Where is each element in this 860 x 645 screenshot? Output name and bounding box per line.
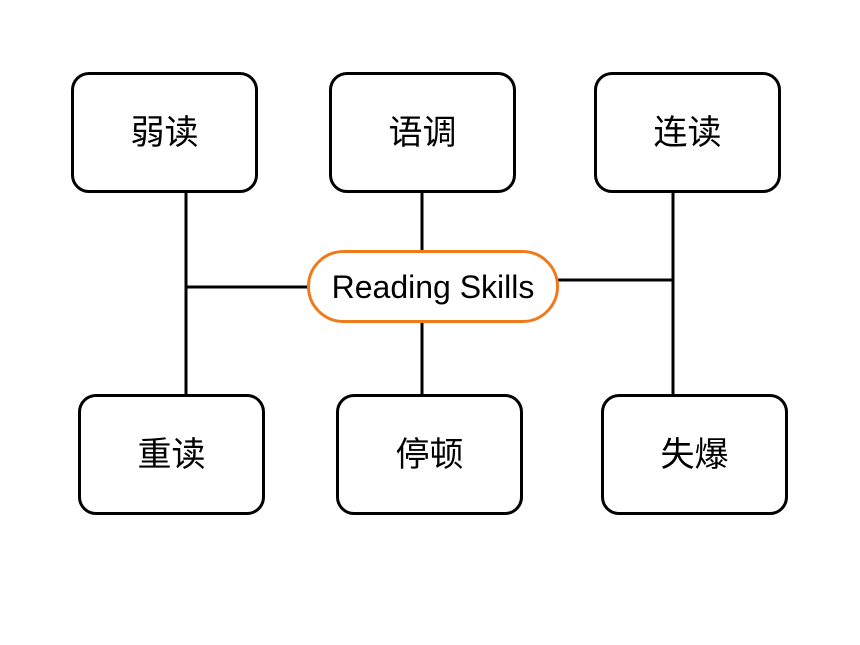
node-top-middle[interactable]: 语调 — [329, 72, 516, 193]
node-label: 重读 — [137, 434, 206, 475]
node-label: 失爆 — [660, 434, 729, 475]
node-bottom-middle[interactable]: 停顿 — [336, 394, 523, 515]
node-bottom-left[interactable]: 重读 — [78, 394, 265, 515]
node-label: 弱读 — [130, 112, 199, 153]
node-top-left[interactable]: 弱读 — [71, 72, 258, 193]
node-label: 连读 — [653, 112, 722, 153]
node-top-right[interactable]: 连读 — [594, 72, 781, 193]
node-label: 语调 — [388, 112, 457, 153]
node-bottom-right[interactable]: 失爆 — [601, 394, 788, 515]
center-label: Reading Skills — [331, 268, 535, 305]
node-label: 停顿 — [395, 434, 464, 475]
center-node[interactable]: Reading Skills — [307, 250, 559, 323]
